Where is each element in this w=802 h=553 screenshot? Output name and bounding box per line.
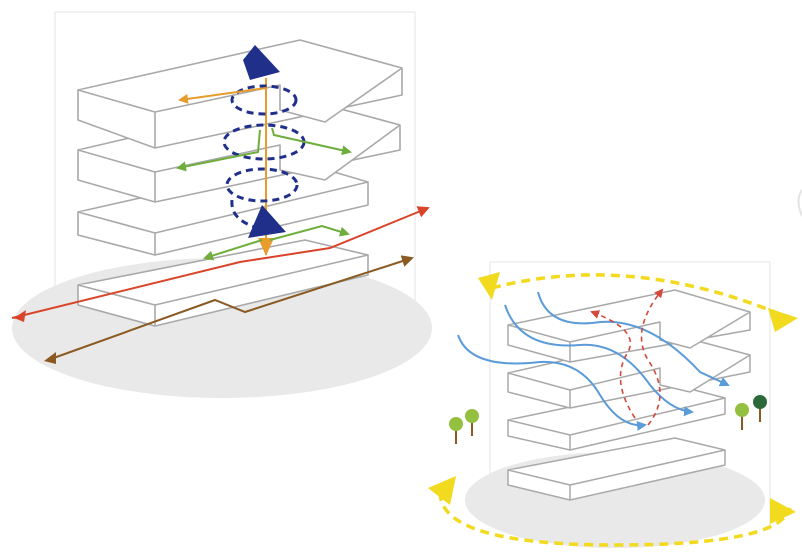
partial-edge-shape — [797, 189, 802, 217]
tree-right-1 — [735, 403, 749, 430]
floor-slab — [77, 39, 403, 149]
tree-left-2 — [465, 409, 479, 436]
navy-up-arrow — [243, 45, 280, 80]
floor-slab — [507, 437, 726, 501]
tree-right-2 — [753, 395, 767, 422]
stack-ventilation — [590, 288, 664, 426]
green-floor-route-right — [271, 127, 352, 156]
core-down-arrow — [258, 238, 274, 256]
wind-flows — [457, 291, 730, 431]
tree-left-1 — [449, 417, 463, 444]
red-arrowhead-left — [14, 310, 26, 322]
brown-arrowhead-left — [44, 352, 56, 364]
building-floors — [507, 289, 751, 501]
sun-arrow-top-left — [478, 272, 500, 300]
orange-floor-route — [178, 87, 267, 104]
sun-arrow-top-right — [768, 308, 798, 332]
building-floors — [77, 39, 403, 327]
red-crossing-arrow — [11, 206, 430, 319]
navy-down-arrow — [248, 205, 286, 238]
sun-arrow-bottom-right — [770, 498, 796, 524]
green-floor-route-left — [176, 129, 261, 172]
left-panel-circulation — [11, 11, 432, 398]
green-ground-route-left — [203, 239, 263, 261]
brown-crossing-arrow — [47, 255, 414, 361]
sun-arrow-bottom-left — [428, 476, 456, 505]
right-panel-airflow — [428, 261, 798, 548]
sun-path — [438, 273, 792, 547]
green-ground-route-right — [269, 224, 350, 241]
